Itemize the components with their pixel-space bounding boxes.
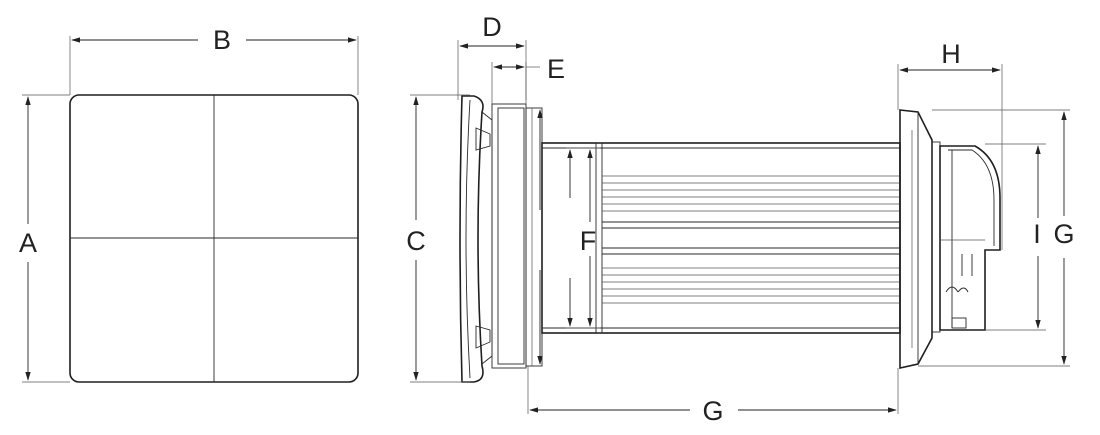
dimension-g-length: G [527, 366, 899, 426]
dimension-i: I [985, 143, 1046, 331]
dimension-h: H [897, 39, 1003, 250]
dimension-a: A [19, 94, 70, 383]
front-view-cover [69, 94, 359, 383]
label-g-bottom: G [702, 396, 723, 426]
label-d: D [482, 12, 502, 42]
label-c: C [406, 226, 426, 256]
dimension-b: B [69, 25, 359, 95]
label-b: B [213, 25, 231, 55]
dimension-c: C [406, 94, 470, 383]
label-h: H [941, 39, 961, 69]
label-e: E [547, 54, 565, 84]
dimension-g-height: G [918, 109, 1075, 367]
label-i: I [1033, 219, 1041, 249]
dimension-e: E [491, 54, 565, 104]
label-g-right: G [1053, 219, 1074, 249]
label-f: F [580, 226, 597, 256]
label-a: A [19, 228, 37, 258]
dimension-f: F [537, 109, 600, 365]
side-view-unit [459, 95, 1001, 383]
